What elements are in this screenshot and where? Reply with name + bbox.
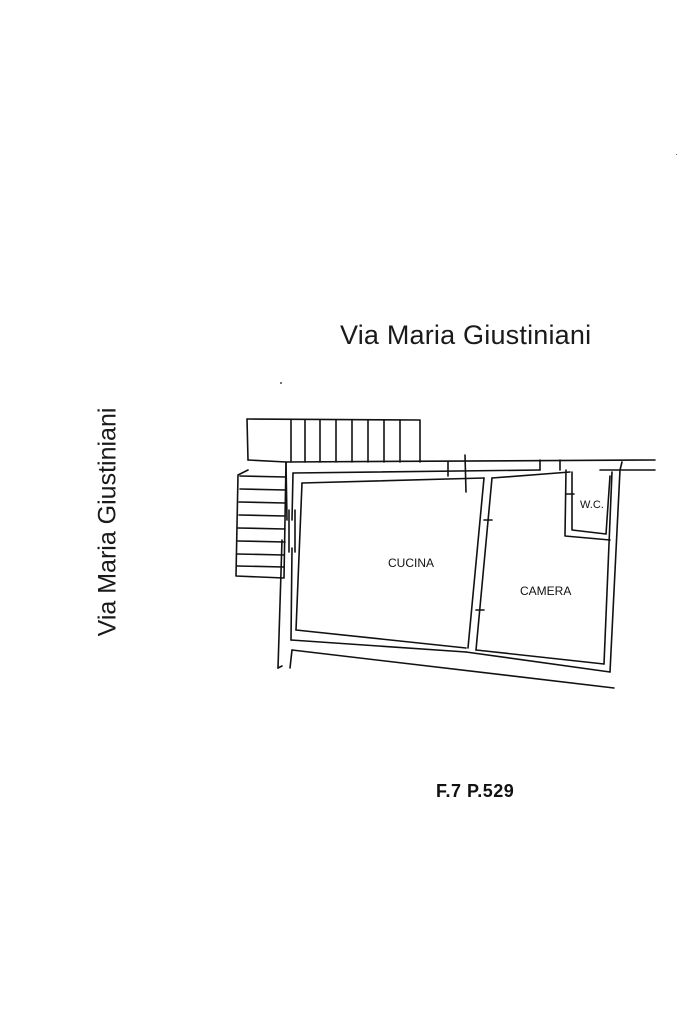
door-marks xyxy=(288,459,561,553)
room-label-cucina: CUCINA xyxy=(388,556,434,570)
wc-room xyxy=(564,469,611,541)
room-label-wc: W.C. xyxy=(580,499,604,511)
street-name-top: Via Maria Giustiniani xyxy=(340,320,592,350)
stair-left xyxy=(235,459,287,579)
scan-speck xyxy=(280,382,282,384)
outer-walls xyxy=(277,459,656,689)
scan-speck xyxy=(676,154,677,155)
room-label-camera: CAMERA xyxy=(520,584,571,598)
inner-walls xyxy=(295,454,613,665)
stair-top xyxy=(246,418,421,463)
parcel-reference: F.7 P.529 xyxy=(436,781,515,801)
